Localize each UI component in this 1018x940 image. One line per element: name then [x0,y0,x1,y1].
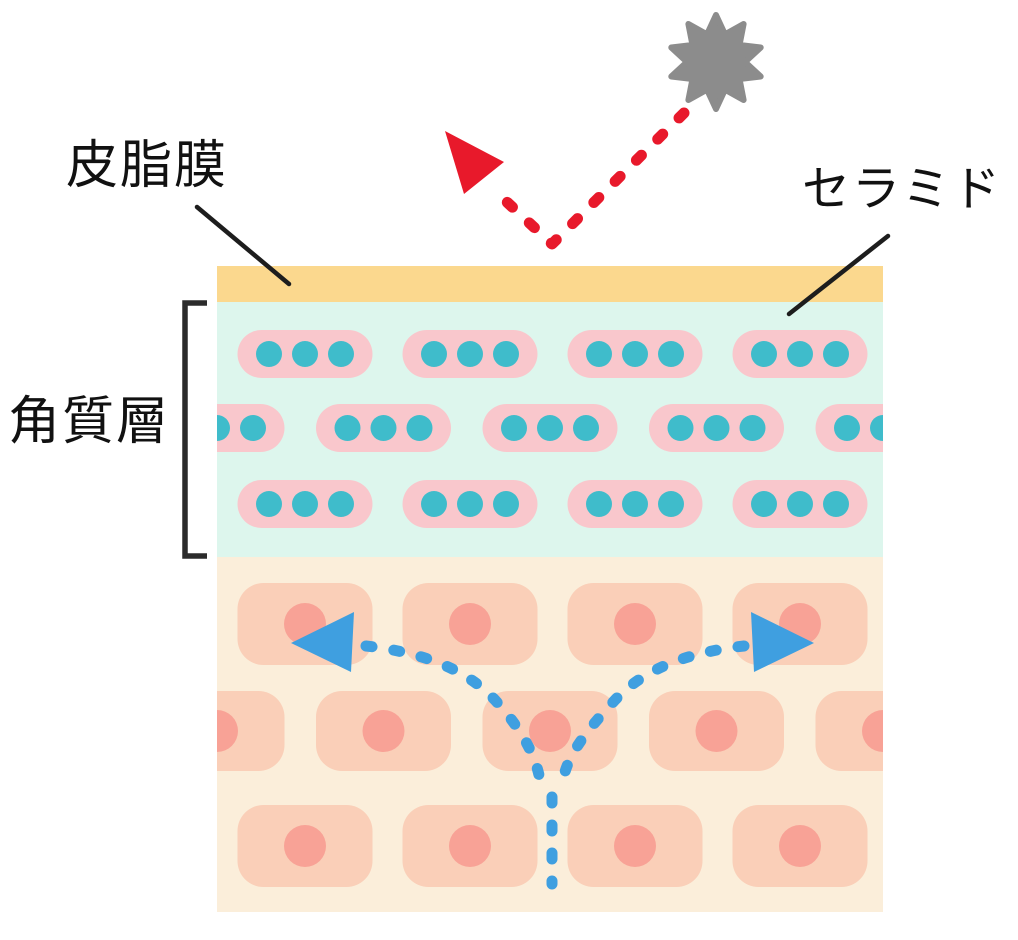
cell-nucleus [614,603,656,645]
ceramide-dot [622,491,648,517]
cell-nucleus [362,710,405,752]
ceramide-dot [573,415,599,441]
reflected-stimulus-arrowhead-icon [445,131,504,194]
cell-nucleus [449,825,491,867]
ceramide-dot [870,415,883,441]
ceramide-dot [457,491,483,517]
cell-nucleus [695,710,738,752]
reflected-stimulus-dashed-path [488,107,690,250]
ceramide-dot [328,341,354,367]
cell-nucleus [862,710,883,752]
ceramide-dot [823,341,849,367]
ceramide-dot [256,491,282,517]
ceramide-dot [292,341,318,367]
skin-cell [815,691,883,771]
irritant-star-icon [668,12,764,112]
ceramide-dot [334,415,361,441]
ceramide-dot [457,341,483,367]
ceramide-leader-line [786,233,891,317]
ceramide-dot [168,415,194,441]
ceramide-dot [834,415,860,441]
ceramide-dot [586,341,612,367]
ceramide-dot [787,341,813,367]
stratum-corneum-bracket [182,300,207,559]
moisture-arrowhead-right-icon [751,612,814,672]
skin-cell [217,691,285,771]
moisture-arrow-left-branch [360,640,546,786]
ceramide-dot [658,491,684,517]
ceramide-dot [658,341,684,367]
sebum-film-layer [217,266,883,302]
ceramide-dot [667,415,694,441]
ceramide-dot [586,491,612,517]
ceramide-dot [370,415,397,441]
sebum-film-label: 皮脂膜 [66,137,229,195]
cell-nucleus [529,710,571,752]
moisture-spread-arrows-icon [360,640,750,890]
ceramide-dot [751,491,777,517]
cell-nucleus [614,825,656,867]
ceramide-dot [256,341,282,367]
moisture-arrowhead-left-icon [291,612,354,672]
moisture-arrow-right-branch [557,640,750,786]
ceramide-dot [501,415,527,441]
ceramide-dot [703,415,730,441]
ceramide-dot [421,341,447,367]
ceramide-dot [823,491,849,517]
ceramide-dot [906,415,932,441]
ceramide-dot [537,415,563,441]
ceramide-dot [739,415,766,441]
ceramide-dot [421,491,447,517]
ceramide-dot [406,415,433,441]
ceramide-dot [217,415,230,441]
ceramide-label: セラミド [802,163,1003,216]
ceramide-dot [292,491,318,517]
ceramide-dot [493,491,519,517]
ceramide-dot [328,491,354,517]
ceramide-dot [751,341,777,367]
skin-cross-section-panel [168,266,932,912]
ceramide-dot [240,415,266,441]
cell-nucleus [449,603,491,645]
ceramide-dot [622,341,648,367]
ceramide-dot [493,341,519,367]
cell-nucleus [284,825,326,867]
stratum-corneum-label: 角質層 [8,393,171,451]
cell-nucleus [217,710,238,752]
cell-nucleus [779,825,821,867]
sebum-film-leader-line [194,204,292,287]
ceramide-dot [787,491,813,517]
